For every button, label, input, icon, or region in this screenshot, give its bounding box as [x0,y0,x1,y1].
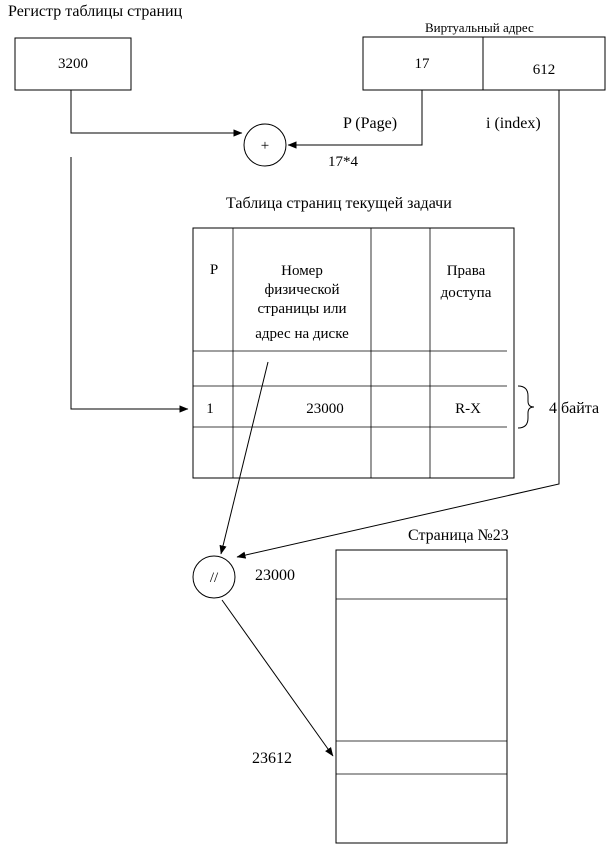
table-header-access-line: Права [447,263,486,279]
virtual-address-title: Виртуальный адрес [425,20,534,35]
virtual-index-box [482,36,606,91]
index-to-concat-arrow [236,90,560,559]
page-to-adder-arrow [287,90,423,149]
adder-symbol: + [261,138,269,154]
table-header-p: P [210,262,218,278]
virtual-index-value: 612 [533,62,556,78]
register-title: Регистр таблицы страниц [8,3,183,20]
concat-base-value: 23000 [255,567,295,584]
physical-page-title: Страница №23 [408,527,509,544]
entry-size-brace [517,385,535,429]
physical-page-box [335,549,508,844]
concat-circle [192,555,236,599]
frame-to-concat-arrow [219,361,269,555]
table-entry-rights: R-X [455,401,481,417]
register-to-adder-arrow [70,90,243,137]
adder-note: 17*4 [328,154,359,170]
table-header-frame-line: адрес на диске [255,326,349,342]
virtual-page-box [362,36,484,91]
virtual-page-value: 17 [415,56,431,72]
page-field-label: P (Page) [343,115,397,132]
table-header-access-line: доступа [441,285,492,301]
index-field-label: i (index) [486,115,541,132]
page-table-frame [192,227,515,479]
adder-to-entry-arrow [70,157,189,413]
table-entry-frame: 23000 [306,401,344,417]
table-header-frame-line: Номер [281,263,323,279]
page-table-title: Таблица страниц текущей задачи [226,195,452,212]
table-entry-p: 1 [206,401,214,417]
register-value: 3200 [58,56,88,72]
adder-circle [243,123,287,167]
physical-address-label: 23612 [252,750,292,767]
entry-size-label: 4 байта [549,400,599,417]
register-box [14,37,132,91]
concat-to-page-arrow [221,599,334,757]
table-header-frame-line: физической [265,282,340,298]
table-header-frame-line: страницы или [257,301,346,317]
concat-symbol: // [210,570,219,586]
